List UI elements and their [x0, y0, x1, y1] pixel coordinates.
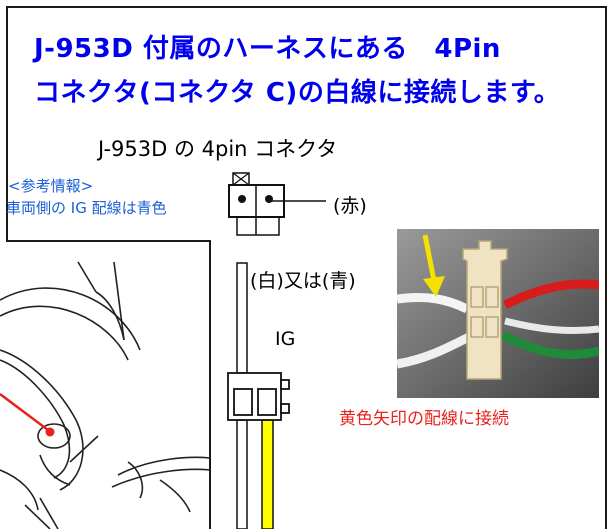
photo-housing — [462, 240, 508, 380]
red-pointer-dot — [45, 427, 55, 437]
heading-block: J-953D 付属のハーネスにある 4Pin コネクタ(コネクタ C)の白線に接… — [0, 0, 613, 120]
red-pointer-line — [0, 393, 49, 431]
connector-photo — [397, 229, 599, 398]
pin-dot-left — [238, 195, 246, 203]
photo-wire-white-right — [504, 317, 599, 335]
down-arrow-icon — [422, 234, 445, 297]
connector-title: J-953D の 4pin コネクタ — [98, 137, 338, 161]
photo-wire-white-top — [397, 292, 470, 314]
pin-dot-right — [265, 195, 273, 203]
steering-wheel-illustration — [0, 261, 211, 529]
heading-line-2: コネクタ(コネクタ C)の白線に接続します。 — [34, 78, 561, 108]
yellow-wire — [261, 419, 274, 529]
label-ig: IG — [275, 328, 296, 350]
connector-4pin — [228, 172, 285, 236]
label-white-or-blue: (白)又は(青) — [250, 270, 356, 292]
photo-wire-white-bottom — [397, 332, 472, 369]
frame-lines — [6, 6, 607, 529]
connector-c — [227, 372, 290, 421]
photo-caption: 黄色矢印の配線に接続 — [339, 409, 509, 429]
photo-wire-green — [500, 331, 599, 359]
reference-body: 車両側の IG 配線は青色 — [6, 199, 167, 217]
label-red: (赤) — [333, 195, 367, 217]
reference-title: <参考情報> — [8, 177, 94, 195]
heading-line-1: J-953D 付属のハーネスにある 4Pin — [34, 34, 501, 64]
photo-wire-red — [502, 279, 599, 310]
